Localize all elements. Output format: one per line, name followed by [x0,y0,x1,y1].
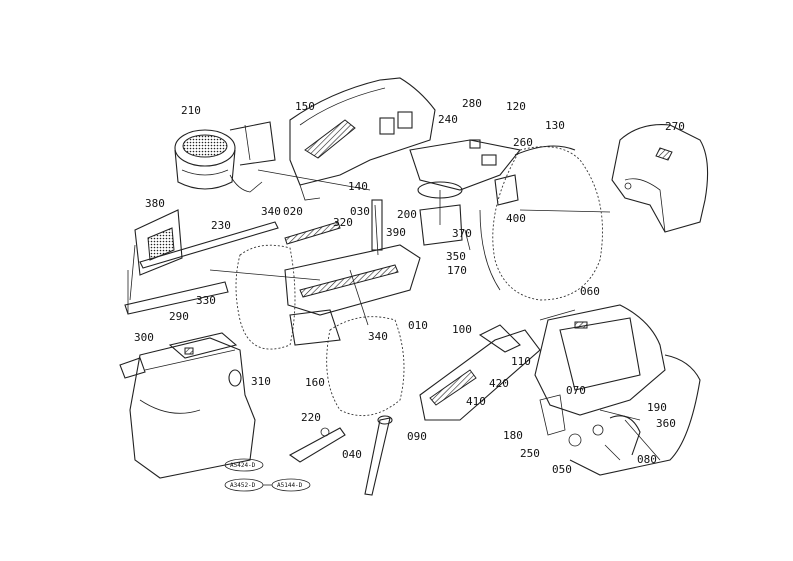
label-240: 240 [438,113,458,126]
label-040: 040 [342,448,362,461]
label-320: 320 [333,216,353,229]
long-rail [124,221,279,315]
lever-assembly [288,415,393,496]
side-plate [129,209,183,301]
label-310: 310 [251,375,271,388]
rear-fender-right [479,145,603,301]
leader-lines [209,169,661,461]
engine-block [119,332,256,479]
label-290: 290 [169,310,189,323]
label-080: 080 [637,453,657,466]
ref-oval-2: A3452-D [230,482,256,489]
part-labels: 210 150 280 120 240 130 270 260 140 380 … [134,97,685,476]
label-190: 190 [647,401,667,414]
label-340a: 340 [261,205,281,218]
label-350: 350 [446,250,466,263]
label-090: 090 [407,430,427,443]
label-220: 220 [301,411,321,424]
wheel-outline-left [235,244,296,350]
label-140: 140 [348,180,368,193]
label-030: 030 [350,205,370,218]
label-250: 250 [520,447,540,460]
label-100: 100 [452,323,472,336]
label-380: 380 [145,197,165,210]
label-390: 390 [386,226,406,239]
label-200: 200 [397,208,417,221]
label-010: 010 [408,319,428,332]
reference-ovals: A5424-D A3452-D A5144-D [224,458,311,492]
label-370: 370 [452,227,472,240]
label-130: 130 [545,119,565,132]
label-340b: 340 [368,330,388,343]
label-110: 110 [511,355,531,368]
cab-roof [289,77,436,201]
label-230: 230 [211,219,231,232]
wheel-outline-front [326,316,405,417]
label-410: 410 [466,395,486,408]
label-070: 070 [566,384,586,397]
label-020: 020 [283,205,303,218]
label-260: 260 [513,136,533,149]
label-160: 160 [305,376,325,389]
label-050: 050 [552,463,572,476]
label-180: 180 [503,429,523,442]
label-120: 120 [506,100,526,113]
ref-oval-1: A5424-D [230,462,256,469]
front-panel-block [284,199,421,346]
label-400: 400 [506,212,526,225]
label-150: 150 [295,100,315,113]
floor-panel [419,324,541,421]
label-060: 060 [580,285,600,298]
blower-unit [174,121,276,193]
ref-oval-3: A5144-D [277,482,303,489]
engine-hood-part [611,124,709,233]
label-330: 330 [196,294,216,307]
label-300: 300 [134,331,154,344]
label-270: 270 [665,120,685,133]
label-280: 280 [462,97,482,110]
label-360: 360 [656,417,676,430]
steering-console [409,139,521,246]
label-420: 420 [489,377,509,390]
label-170: 170 [447,264,467,277]
label-210: 210 [181,104,201,117]
instrument-housing [534,304,701,476]
